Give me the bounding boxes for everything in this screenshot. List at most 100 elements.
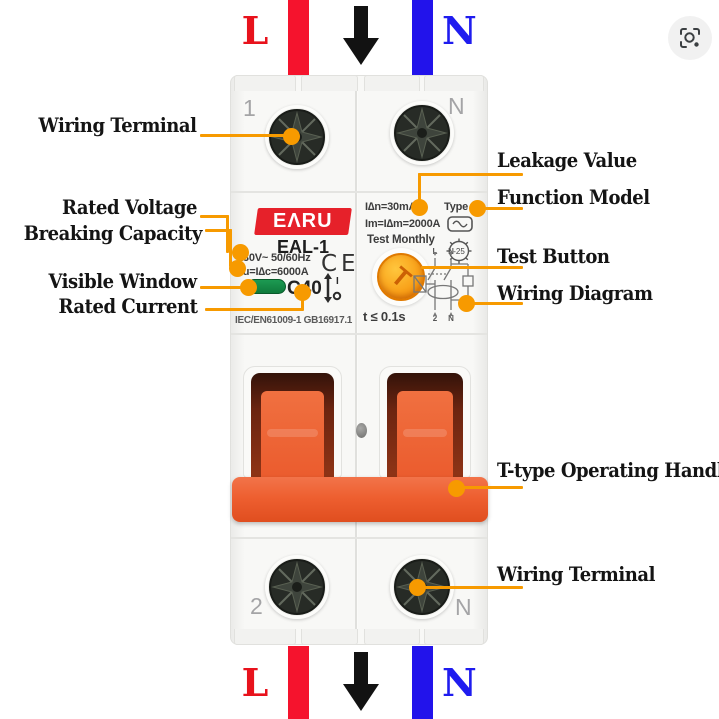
terminal-tab [424, 75, 484, 91]
rated-voltage-marking: 230V~ 50/60Hz [237, 252, 311, 264]
callout-line [418, 173, 421, 207]
live-label-top: L [241, 8, 269, 53]
brand-text: EΛRU [273, 210, 333, 232]
callout-wiring-terminal-bottom: Wiring Terminal [497, 562, 655, 586]
terminal-tab [234, 629, 296, 645]
callout-wiring-terminal-top: Wiring Terminal [39, 113, 197, 137]
leakage-value-marking: I∆n=30mA [365, 201, 417, 213]
terminal-tab [364, 75, 420, 91]
rocker-left [261, 391, 324, 477]
pole-seam [355, 76, 357, 644]
callout-dot [409, 579, 426, 596]
callout-dot [469, 200, 486, 217]
callout-line [461, 486, 523, 489]
trip-time-marking: t ≤ 0.1s [363, 309, 406, 324]
callout-rated-current: Rated Current [57, 294, 197, 318]
svg-text:N: N [448, 247, 454, 256]
callout-dot [458, 295, 475, 312]
terminal-tab [301, 75, 358, 91]
svg-text:-25: -25 [453, 247, 465, 256]
visual-search-button[interactable] [668, 16, 712, 60]
ce-mark: CE [321, 251, 360, 277]
wiring-terminal-screw-bottom-left [265, 555, 329, 619]
pole-seam-highlight [357, 76, 358, 644]
callout-line [205, 229, 232, 232]
type-ac-symbol-icon [447, 216, 473, 232]
callout-function-model: Function Model [497, 185, 650, 209]
neutral-label-bottom: N [442, 660, 477, 705]
callout-line [200, 215, 229, 218]
pole-label-1: 1 [243, 95, 256, 121]
callout-dot [229, 260, 246, 277]
leakage-breaking-capacity-marking: Im=I∆m=2000A [365, 218, 441, 230]
svg-text:N: N [448, 314, 454, 322]
callout-line [483, 207, 523, 210]
callout-dot [294, 284, 311, 301]
on-off-indicator-icon: I [324, 273, 342, 303]
callout-line [200, 286, 242, 289]
callout-visible-window: Visible Window [48, 269, 198, 293]
callout-line [471, 302, 523, 305]
screw-head-icon [269, 559, 325, 615]
callout-line [421, 266, 523, 269]
model-number: EAL-1 [276, 237, 329, 257]
live-wire-bottom [288, 646, 309, 719]
brand-logo: EΛRU [254, 208, 352, 235]
body-groove [231, 191, 487, 193]
callout-dot [240, 279, 257, 296]
rocker-frame-left [243, 366, 342, 478]
current-direction-arrow-top [343, 6, 379, 65]
pole-label-n-bottom: N [455, 594, 472, 620]
svg-text:2: 2 [433, 314, 438, 322]
callout-line [226, 215, 229, 253]
callout-line [200, 134, 286, 137]
center-dimple [356, 423, 367, 438]
callout-leakage-value: Leakage Value [497, 148, 637, 172]
neutral-wire-bottom [412, 646, 433, 719]
wiring-diagram-schematic: L N 2 N [413, 247, 474, 322]
callout-line [423, 586, 523, 589]
test-button: T [377, 253, 425, 301]
live-wire-top [288, 0, 309, 75]
callout-line [418, 173, 523, 176]
neutral-wire-top [412, 0, 433, 75]
lens-icon [680, 28, 700, 48]
callout-test-button: Test Button [497, 244, 610, 268]
body-groove [231, 333, 487, 335]
rocker-right [397, 391, 453, 477]
standard-marking: IEC/EN61009-1 GB16917.1 [235, 315, 353, 326]
body-groove [231, 537, 487, 539]
callout-t-type-operating-handle: T-type Operating Handle [497, 458, 719, 482]
rocker-cavity [387, 373, 463, 477]
callout-rated-voltage: Rated Voltage [62, 195, 197, 219]
svg-text:L: L [433, 247, 438, 256]
terminal-tab [424, 629, 484, 645]
callout-breaking-capacity: Breaking Capacity [23, 221, 203, 245]
callout-dot [411, 199, 428, 216]
breaking-capacity-marking: Icu=I∆c=6000A [234, 266, 309, 278]
t-type-operating-handle [232, 477, 488, 522]
callout-dot [448, 480, 465, 497]
callout-line [301, 294, 304, 310]
screw-head-icon [394, 105, 450, 161]
callout-wiring-diagram: Wiring Diagram [497, 281, 653, 305]
svg-text:I: I [336, 276, 339, 287]
pole-label-2: 2 [250, 593, 263, 619]
live-label-bottom: L [241, 660, 269, 705]
test-reminder-marking: Test Monthly [367, 234, 435, 246]
terminal-tab [234, 75, 296, 91]
type-label: Type [444, 201, 469, 213]
rocker-cavity [251, 373, 334, 477]
callout-line [205, 308, 304, 311]
breaker-body [230, 75, 488, 645]
callout-dot [232, 244, 249, 261]
wiring-terminal-screw-top-right [390, 101, 454, 165]
terminal-tab [301, 629, 358, 645]
pole-label-n-top: N [448, 93, 465, 119]
callout-line [229, 229, 232, 267]
rocker-frame-right [379, 366, 471, 478]
neutral-label-top: N [442, 8, 477, 53]
callout-dot [283, 128, 300, 145]
current-direction-arrow-bottom [343, 652, 379, 711]
